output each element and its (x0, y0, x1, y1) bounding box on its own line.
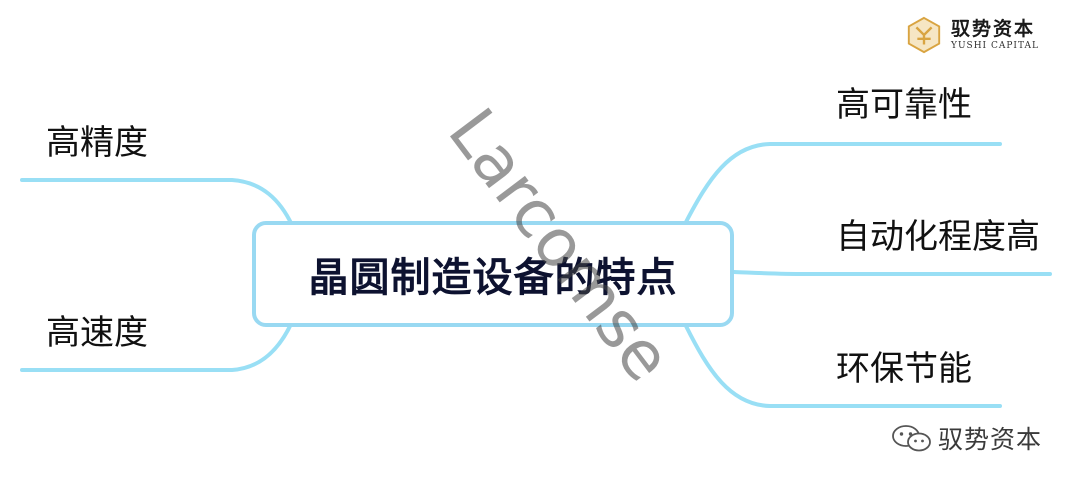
branch-line-high-speed (20, 320, 294, 372)
central-topic-label: 晶圆制造设备的特点 (308, 255, 678, 301)
central-topic: 晶圆制造设备的特点 (252, 221, 734, 327)
node-eco-energy-saving: 环保节能 (836, 349, 972, 389)
wechat-icon (892, 425, 931, 452)
node-high-reliability: 高可靠性 (836, 85, 972, 125)
yushi-logo-icon (907, 16, 941, 54)
node-high-automation: 自动化程度高 (836, 217, 1040, 257)
wechat-account-name: 驭势资本 (938, 425, 1043, 454)
node-high-precision: 高精度 (46, 123, 148, 163)
wechat-account-tag: 驭势资本 (890, 420, 1042, 456)
branch-line-automation (732, 270, 1052, 276)
branch-line-eco (684, 324, 1002, 408)
brand-name-en: YUSHI CAPITAL (951, 41, 1039, 51)
branch-line-high-precision (20, 178, 294, 227)
node-high-speed: 高速度 (46, 313, 148, 353)
branch-line-reliability (684, 142, 1002, 224)
brand-logo: 驭势资本 YUSHI CAPITAL (905, 16, 1039, 54)
brand-name-cn: 驭势资本 (951, 18, 1036, 40)
